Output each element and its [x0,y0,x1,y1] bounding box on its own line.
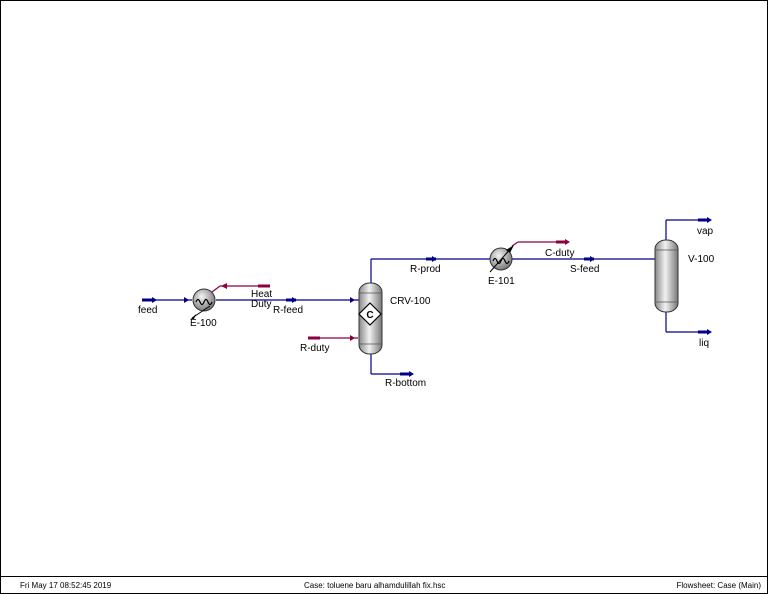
label-e-101: E-101 [488,276,515,287]
stream-vap[interactable] [665,217,712,240]
stream-r-prod[interactable] [370,256,491,283]
label-r-duty: R-duty [300,343,329,354]
energy-stream-r-duty[interactable] [308,335,358,341]
energy-stream-heat-duty[interactable] [211,283,270,293]
label-heat-duty-line1: Heat [251,289,272,300]
print-footer: Fri May 17 08:52:45 2019 Case: toluene b… [1,576,767,594]
footer-flowsheet: Flowsheet: Case (Main) [676,581,761,590]
reactor-symbol: C [366,310,373,321]
separator-v-100-icon[interactable] [654,239,679,313]
label-vap: vap [697,226,714,237]
label-r-feed: R-feed [273,305,303,316]
label-liq: liq [699,338,709,349]
stream-r-bottom[interactable] [370,354,414,377]
stream-r-feed[interactable] [216,297,360,303]
stream-liq[interactable] [665,312,712,335]
label-v-100: V-100 [688,254,715,265]
footer-case-name: Case: toluene baru alhamdulillah fix.hsc [304,581,446,590]
label-crv-100: CRV-100 [390,296,431,307]
cooler-e-101-icon[interactable] [489,245,514,273]
label-feed: feed [138,305,157,316]
label-c-duty: C-duty [545,248,574,259]
label-e-100: E-100 [190,318,217,329]
stream-feed[interactable] [142,297,192,303]
label-s-feed: S-feed [570,264,599,275]
reactor-crv-100-icon[interactable] [358,282,383,355]
footer-timestamp: Fri May 17 08:52:45 2019 [20,581,112,590]
heater-e-100-icon[interactable] [190,288,216,320]
label-r-bottom: R-bottom [385,378,426,389]
label-heat-duty-line2: Duty [251,299,272,310]
stream-s-feed[interactable] [512,256,655,262]
energy-stream-c-duty[interactable] [511,239,570,247]
label-r-prod: R-prod [410,264,441,275]
